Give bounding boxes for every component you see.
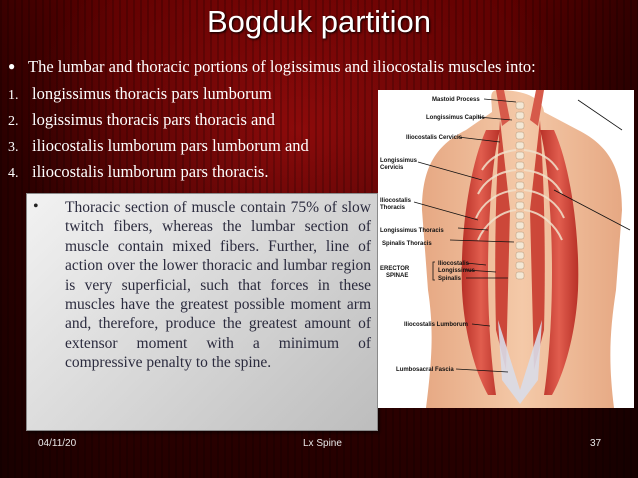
list-item: 2. logissimus thoracis pars thoracis and <box>8 110 309 136</box>
list-text: logissimus thoracis pars thoracis and <box>32 110 275 129</box>
callout-box: • Thoracic section of muscle contain 75%… <box>26 193 378 431</box>
torso <box>422 90 622 408</box>
bullet-icon: • <box>33 198 39 215</box>
list-number: 2. <box>8 114 19 129</box>
label-erector-lon: Longissimus <box>438 268 476 274</box>
intro-text: The lumbar and thoracic portions of logi… <box>28 57 536 76</box>
spine <box>515 101 525 280</box>
list-text: iliocostalis lumborum pars lumborum and <box>32 136 309 155</box>
label-mastoid: Mastoid Process <box>432 97 480 103</box>
anatomy-figure: Mastoid Process Longissimus Capitis Ilio… <box>380 90 631 408</box>
label-erector: ERECTOR <box>380 266 410 272</box>
label-erector-il: Iliocostalis <box>438 261 470 267</box>
footer-page-number: 37 <box>590 438 602 449</box>
label-lon-cervicis: Longissimus <box>380 158 418 164</box>
numbered-list: 1. longissimus thoracis pars lumborum 2. l… <box>8 84 309 188</box>
callout-text: Thoracic section of muscle contain 75% o… <box>65 199 371 372</box>
label-il-lumborum: Iliocostalis Lumborum <box>404 322 468 328</box>
list-item: 1. longissimus thoracis pars lumborum <box>8 84 309 110</box>
label-spinae: SPINAE <box>386 273 408 279</box>
leader-lines <box>413 98 631 373</box>
slide-title: Bogduk partition <box>206 4 432 39</box>
list-number: 4. <box>8 166 19 181</box>
figure-labels: Mastoid Process Longissimus Capitis Ilio… <box>380 97 485 373</box>
list-text: longissimus thoracis pars lumborum <box>32 84 272 103</box>
label-erector-sp: Spinalis <box>438 276 462 282</box>
bullet-icon: ● <box>8 59 16 73</box>
label-il-cervicis: Iliocostalis Cervicis <box>406 135 463 141</box>
label-spinalis-thoracis: Spinalis Thoracis <box>382 241 432 247</box>
intro-bullet: ● The lumbar and thoracic portions of log… <box>8 57 636 77</box>
list-number: 1. <box>8 88 19 103</box>
label-capitis: Longissimus Capitis <box>426 115 485 121</box>
list-item: 3. iliocostalis lumborum pars lumborum an… <box>8 136 309 162</box>
footer-date: 04/11/20 <box>38 438 77 449</box>
label-fascia: Lumbosacral Fascia <box>396 367 454 373</box>
back-muscle-illustration: Mastoid Process Longissimus Capitis Ilio… <box>378 90 634 408</box>
label-il-thoracis: Iliocostalis <box>380 198 412 204</box>
ribs <box>475 149 565 241</box>
list-number: 3. <box>8 140 19 155</box>
label-lon-thoracis: Longissimus Thoracis <box>380 228 444 234</box>
list-item: 4. iliocostalis lumborum pars thoracis. <box>8 162 309 188</box>
label-lon-cervicis-2: Cervicis <box>380 165 404 171</box>
footer-center: Lx Spine <box>303 438 342 449</box>
label-il-thoracis-2: Thoracis <box>380 205 406 211</box>
list-text: iliocostalis lumborum pars thoracis. <box>32 162 269 181</box>
